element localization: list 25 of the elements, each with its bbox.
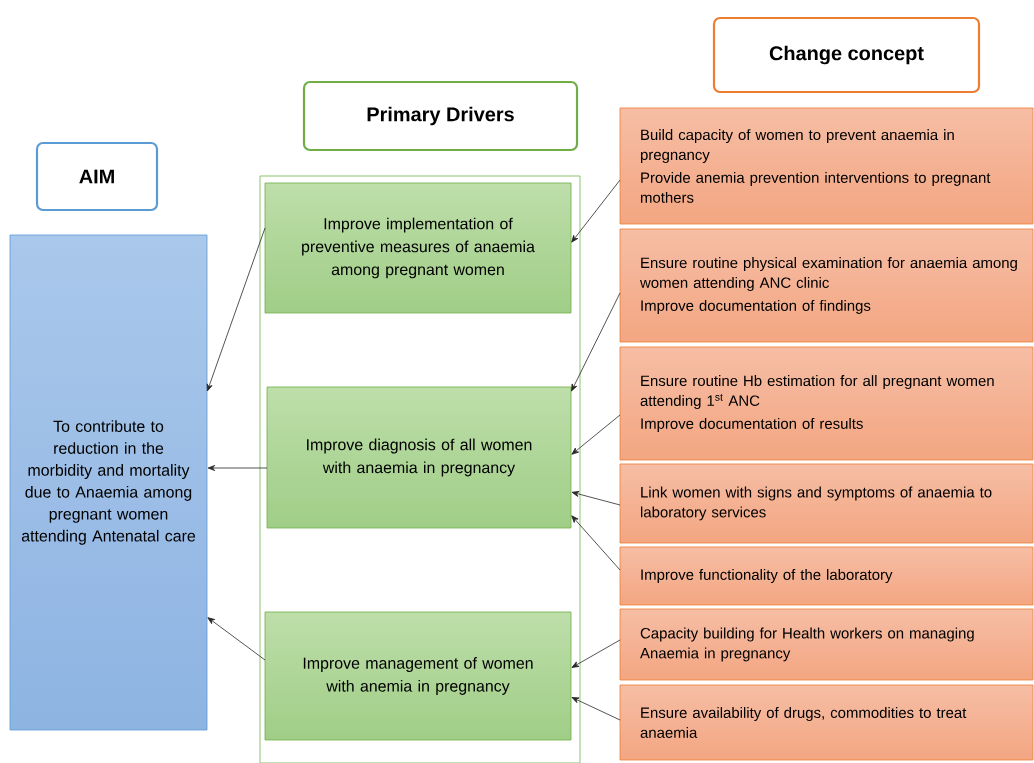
header-box: AIM [35,141,159,212]
arrow [571,292,621,392]
arrow [571,414,621,455]
header-box: Change concept [712,16,981,94]
arrow [207,617,266,661]
change-box: Ensure routine physical examination for anaemia among women attending ANC clinic Improve documentation of findings [619,228,1034,343]
driver-box: Improve management of women with anemia in pregnancy [264,611,572,741]
arrow [571,179,621,243]
change-box: Improve functionality of the laboratory [619,546,1034,606]
change-box: Link women with signs and symptoms of anaemia to laboratory services [619,463,1034,544]
arrow [571,515,621,571]
change-box: Build capacity of women to prevent anaemia in pregnancy Provide anemia prevention interventions to pregnant mothers [619,107,1034,225]
driver-box: Improve diagnosis of all women with anaemia in pregnancy [266,386,572,529]
change-box: Capacity building for Health workers on managing Anaemia in pregnancy [619,608,1034,681]
change-box: Ensure availability of drugs, commodities to treat anaemia [619,684,1034,761]
arrow [571,491,621,506]
driver-panel [259,175,581,763]
arrow [571,639,621,668]
header-box: Primary Drivers [302,80,579,152]
aim-box: To contribute to reduction in the morbidity and mortality due to Anaemia among pregnant women attending Antenatal care [9,234,208,731]
arrow [571,697,621,721]
arrow [206,227,266,392]
arrow [207,465,268,471]
change-box: Ensure routine Hb estimation for all pregnant women attending 1$^{st}$ ANC Improve documentation of results [619,346,1034,461]
driver-box: Improve implementation of preventive measures of anaemia among pregnant women [264,182,572,314]
